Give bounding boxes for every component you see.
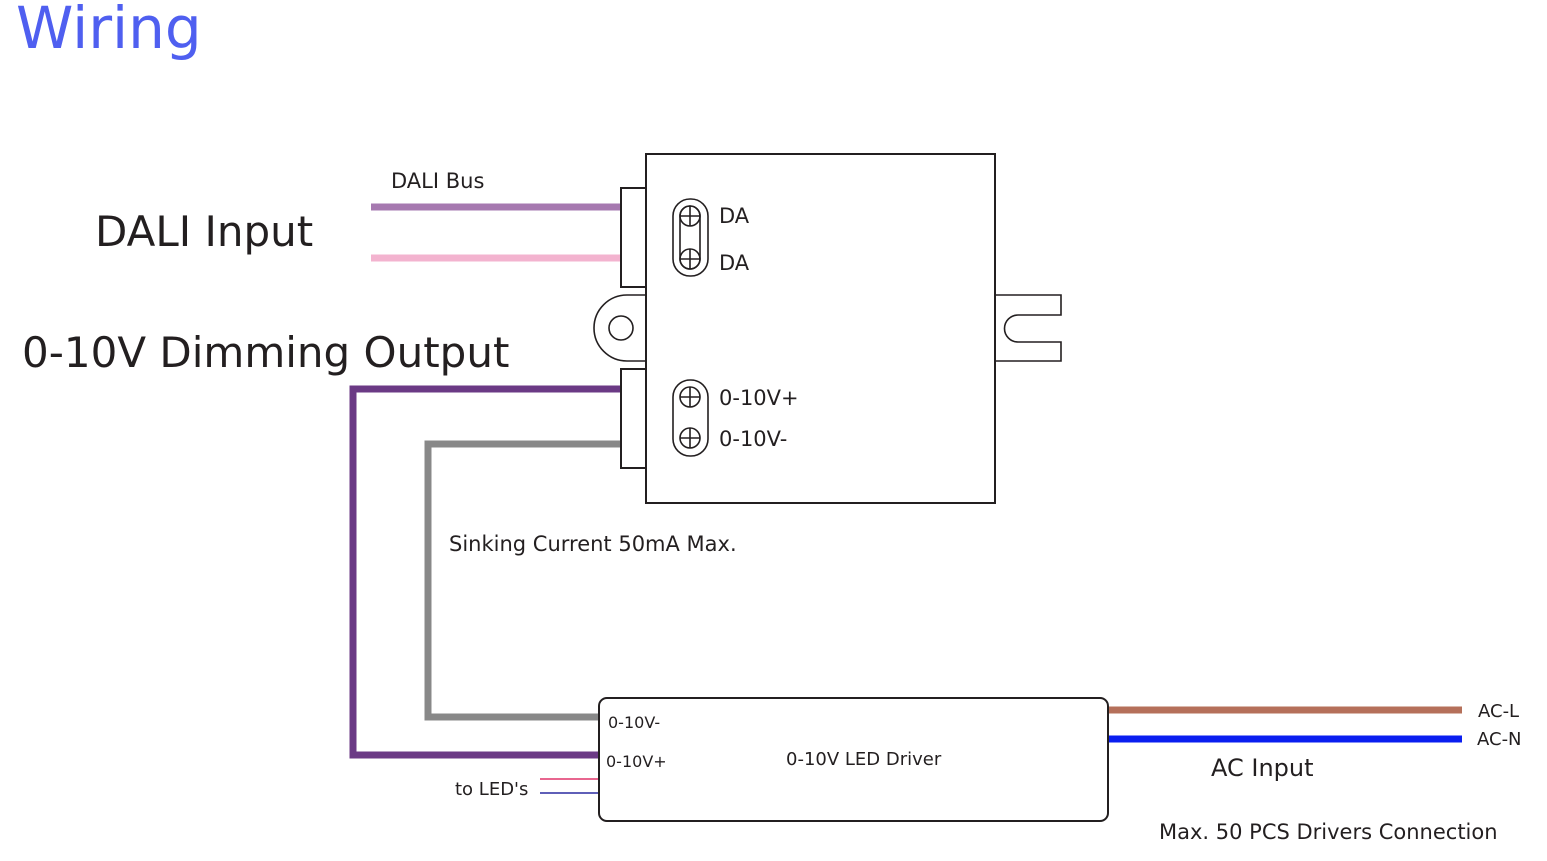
- dali-bus-label: DALI Bus: [391, 169, 484, 193]
- ac-input-label: AC Input: [1211, 754, 1314, 782]
- dali-input-label: DALI Input: [95, 207, 313, 256]
- controller-box: [645, 153, 996, 504]
- screw-icon: [679, 427, 701, 449]
- dim-minus-wire: [424, 440, 622, 721]
- dali-connector: [620, 187, 647, 288]
- driver-terminal-plus: 0-10V+: [606, 752, 667, 771]
- ac-l-label: AC-L: [1478, 701, 1519, 722]
- left-mount-ear: [593, 294, 646, 362]
- dim-screw-pair: [672, 379, 709, 457]
- terminal-da-2: DA: [719, 251, 750, 275]
- screw-icon: [679, 248, 701, 270]
- terminal-da-1: DA: [719, 204, 750, 228]
- ac-n-label: AC-N: [1477, 729, 1522, 750]
- dim-connector: [620, 368, 647, 469]
- sinking-current-label: Sinking Current 50mA Max.: [449, 532, 737, 556]
- mount-hole-icon: [608, 315, 634, 341]
- driver-name: 0-10V LED Driver: [786, 749, 942, 770]
- page-title: Wiring: [16, 0, 202, 62]
- screw-icon: [679, 205, 701, 227]
- right-mount-slot: [995, 294, 1062, 362]
- dim-plus-wire: [349, 385, 622, 759]
- terminal-dim-plus: 0-10V+: [719, 386, 799, 410]
- led-driver-box: [598, 697, 1109, 822]
- dimming-output-label: 0-10V Dimming Output: [22, 328, 509, 377]
- screw-icon: [679, 386, 701, 408]
- to-leds-label: to LED's: [455, 779, 528, 800]
- max-drivers-label: Max. 50 PCS Drivers Connection: [1159, 820, 1498, 844]
- driver-terminal-minus: 0-10V-: [608, 713, 660, 732]
- terminal-dim-minus: 0-10V-: [719, 427, 787, 451]
